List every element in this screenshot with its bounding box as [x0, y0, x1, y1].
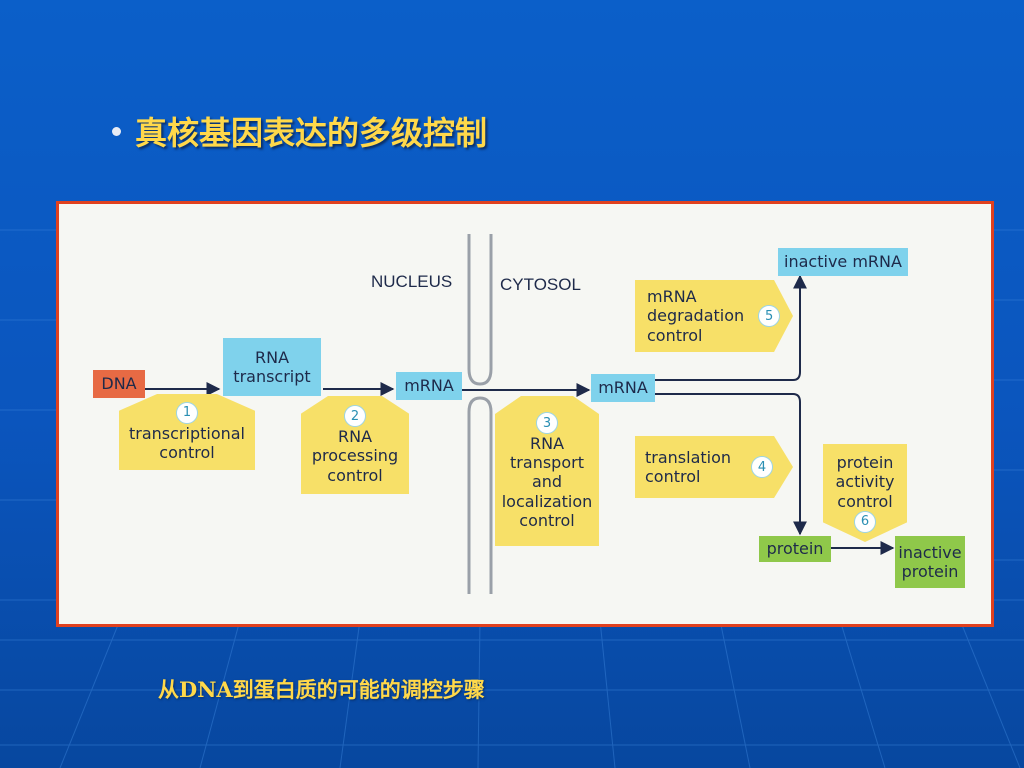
control-box-1: 1 transcriptional control [119, 394, 255, 470]
nucleus-label: NUCLEUS [371, 272, 453, 291]
mrna-cytosol-box: mRNA [591, 374, 655, 402]
control-2-line-3: control [327, 465, 383, 485]
rna-transcript-line-1: RNA [254, 347, 290, 367]
control-5-line-3: control [647, 325, 703, 345]
rna-transcript-line-2: transcript [233, 367, 311, 386]
inactive-protein-box: inactive protein [895, 536, 965, 588]
protein-box: protein [759, 536, 831, 562]
rna-transcript-box: RNA transcript [223, 338, 321, 396]
slide-caption: 从DNA到蛋白质的可能的调控步骤 [158, 677, 485, 702]
dna-box: DNA [93, 370, 145, 398]
control-4-line-2: control [645, 467, 701, 486]
bullet-icon [112, 126, 121, 136]
inactive-protein-line-1: inactive [898, 542, 962, 562]
mrna-cytosol-label: mRNA [598, 378, 648, 398]
control-3-line-5: control [519, 510, 575, 530]
dna-label: DNA [101, 374, 137, 394]
control-number-3: 3 [536, 412, 558, 435]
cytosol-label: CYTOSOL [500, 275, 581, 294]
control-2-line-2: processing [311, 446, 399, 466]
inactive-mrna-label: inactive mRNA [784, 252, 902, 272]
control-1-line-1: transcriptional [128, 423, 245, 443]
control-5-text: mRNA degradation control [647, 287, 744, 345]
control-1-line-2: control [159, 443, 215, 462]
inactive-protein-line-2: protein [901, 562, 959, 581]
control-6-line-1: protein [836, 453, 894, 473]
control-box-4: translation control 4 [635, 436, 793, 498]
slide-title-text: 真核基因表达的多级控制 [135, 114, 488, 152]
control-2-line-1: RNA [337, 427, 373, 447]
control-number-6: 6 [854, 510, 876, 533]
control-5-line-1: mRNA [647, 287, 697, 307]
control-box-2: 2 RNA processing control [301, 396, 409, 494]
mrna-nucleus-label: mRNA [404, 376, 454, 396]
control-3-line-4: localization [501, 491, 593, 511]
control-number-4: 4 [751, 456, 774, 478]
mrna-nucleus-box: mRNA [396, 372, 462, 400]
control-3-line-2: transport [510, 453, 584, 473]
control-3-line-3: and [531, 472, 563, 492]
diagram-connectors [144, 234, 895, 594]
control-4-line-1: translation [645, 447, 732, 467]
arrow-to-inactive-mrna [651, 274, 807, 381]
control-3-line-1: RNA [529, 434, 565, 454]
control-6-line-2: activity [835, 472, 895, 492]
control-4-text: translation control [645, 448, 731, 486]
nuclear-envelope [467, 234, 493, 594]
control-6-line-3: control [837, 491, 893, 511]
control-number-5: 5 [758, 305, 781, 327]
gene-expression-diagram: NUCLEUS CYTOSOL DNA RNA transcript mRNA … [56, 201, 994, 627]
control-box-6: protein activity control 6 [823, 444, 907, 542]
protein-label: protein [766, 539, 824, 559]
arrow-to-protein [651, 393, 807, 536]
slide-title: 真核基因表达的多级控制 [112, 108, 487, 154]
control-number-1: 1 [176, 401, 198, 424]
control-box-5: mRNA degradation control 5 [635, 280, 793, 352]
control-5-line-2: degradation [647, 306, 745, 326]
control-box-3: 3 RNA transport and localization control [495, 396, 599, 546]
control-number-2: 2 [344, 405, 366, 428]
inactive-mrna-box: inactive mRNA [778, 248, 908, 276]
